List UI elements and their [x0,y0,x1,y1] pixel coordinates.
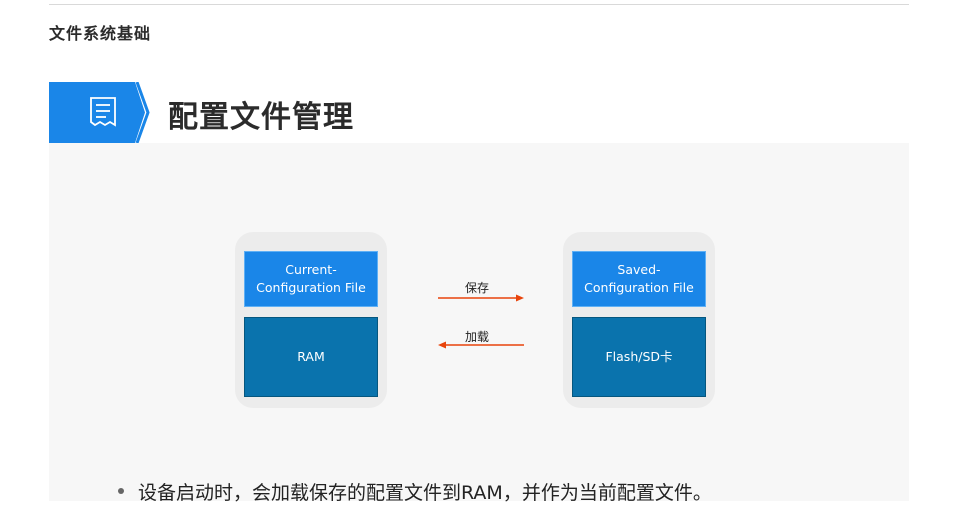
ram-group: Current- Configuration File RAM [235,232,387,408]
saved-config-label: Saved- Configuration File [584,261,694,295]
top-divider [49,4,909,5]
bullet-item: 设备启动时，会加载保存的配置文件到RAM，并作为当前配置文件。 [118,478,712,505]
bullet-dot [118,487,124,494]
bullet-text: 设备启动时，会加载保存的配置文件到RAM，并作为当前配置文件。 [138,482,712,504]
flash-label: Flash/SD卡 [605,348,673,364]
section-title: 文件系统基础 [49,24,152,43]
content-area [49,143,909,501]
page-title: 配置文件管理 [168,100,354,135]
current-config-label: Current- Configuration File [256,261,366,295]
title-banner [49,82,150,143]
storage-group: Saved- Configuration File Flash/SD卡 [563,232,715,408]
ram-label: RAM [297,348,325,364]
ram-box: RAM [244,317,378,397]
save-arrow [438,294,524,302]
saved-config-box: Saved- Configuration File [572,251,706,307]
document-icon [90,97,116,127]
load-label: 加载 [465,330,490,344]
flash-box: Flash/SD卡 [572,317,706,397]
current-config-box: Current- Configuration File [244,251,378,307]
save-label: 保存 [465,281,490,295]
load-arrow [438,341,524,349]
